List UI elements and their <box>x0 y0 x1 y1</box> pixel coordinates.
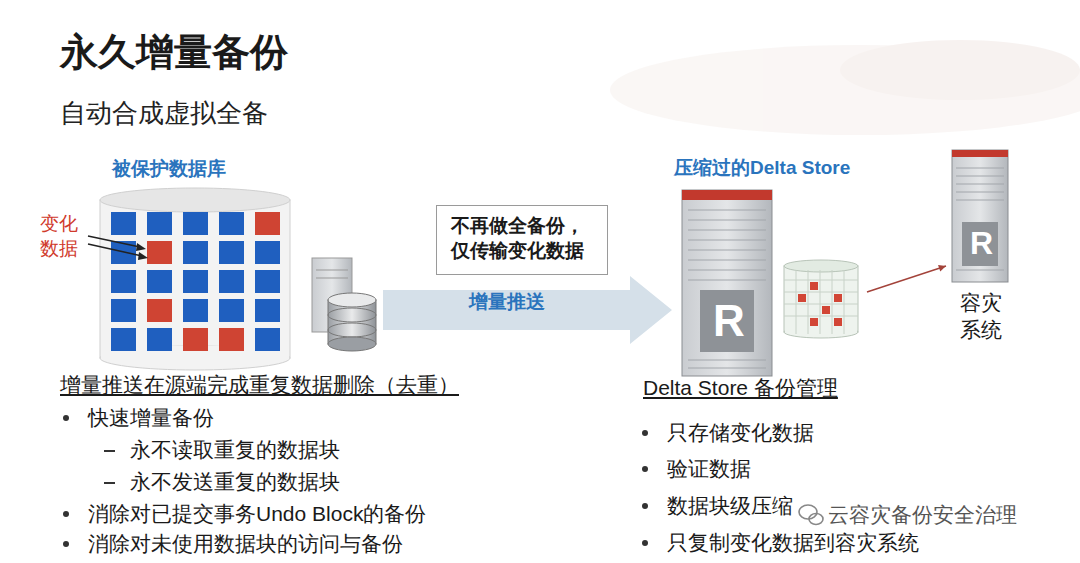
sub-bullet-item: 永不发送重复的数据块 <box>130 469 340 494</box>
bullet-item: 消除对未使用数据块的访问与备份 <box>88 531 403 556</box>
bullet-dot <box>642 540 648 546</box>
bullet-dot <box>63 541 69 547</box>
watermark-icon <box>799 505 823 525</box>
delta-store-node: 压缩过的Delta Store <box>672 156 867 378</box>
flow-label: 增量推送 <box>465 291 549 314</box>
callout-box: 不再做全备份， 仅传输变化数据 <box>436 205 608 275</box>
node-heading: 不再做全备份， 仅传输变化数据 <box>451 214 591 263</box>
leader-arrows <box>88 236 148 260</box>
sub-bullet-item: 永不读取重复的数据块 <box>130 437 340 462</box>
bullet-item: 只存储变化数据 <box>667 420 814 445</box>
node-heading: 压缩过的Delta Store <box>674 156 850 181</box>
rack-letter: R <box>970 224 993 262</box>
change-data-label: 变化 数据 <box>40 212 84 261</box>
bullet-dot <box>642 430 648 436</box>
decor-pattern <box>610 40 1080 135</box>
bullet-dot <box>642 503 648 509</box>
bullet-item: 验证数据 <box>667 456 751 481</box>
flow-arrow <box>383 276 672 344</box>
database-cylinder <box>100 188 290 370</box>
bullet-item: 只复制变化数据到容灾系统 <box>667 530 919 555</box>
bullet-dash <box>104 482 115 484</box>
list-heading: 增量推送在源端完成重复数据删除（去重） <box>60 372 459 397</box>
bullet-item: 数据块级压缩 <box>667 493 793 518</box>
bullet-dot <box>642 466 648 472</box>
dr-server <box>952 150 1008 282</box>
slide-title: 永久增量备份 <box>60 30 288 76</box>
node-heading: 被保护数据库 <box>112 157 226 182</box>
rack-letter: R <box>713 295 745 348</box>
delta-cylinder <box>784 260 858 338</box>
bullet-item: 消除对已提交事务Undo Block的备份 <box>88 501 426 526</box>
subtitle: 自动合成虚拟全备 <box>60 98 268 129</box>
list-heading: Delta Store 备份管理 <box>643 375 838 400</box>
watermark: 云容灾备份安全治理 <box>828 502 1017 527</box>
bullet-dot <box>63 511 69 517</box>
dr-system-node: 容灾 系统 <box>946 146 1016 346</box>
connector-arrow <box>867 265 946 292</box>
rack-server <box>682 190 772 376</box>
database-node: 被保护数据库 <box>98 155 383 365</box>
bullet-dash <box>104 450 115 452</box>
bullet-dot <box>63 415 69 421</box>
bullet-item: 快速增量备份 <box>88 405 214 430</box>
node-heading: 容灾 系统 <box>958 289 1004 344</box>
server-icon <box>312 258 376 351</box>
